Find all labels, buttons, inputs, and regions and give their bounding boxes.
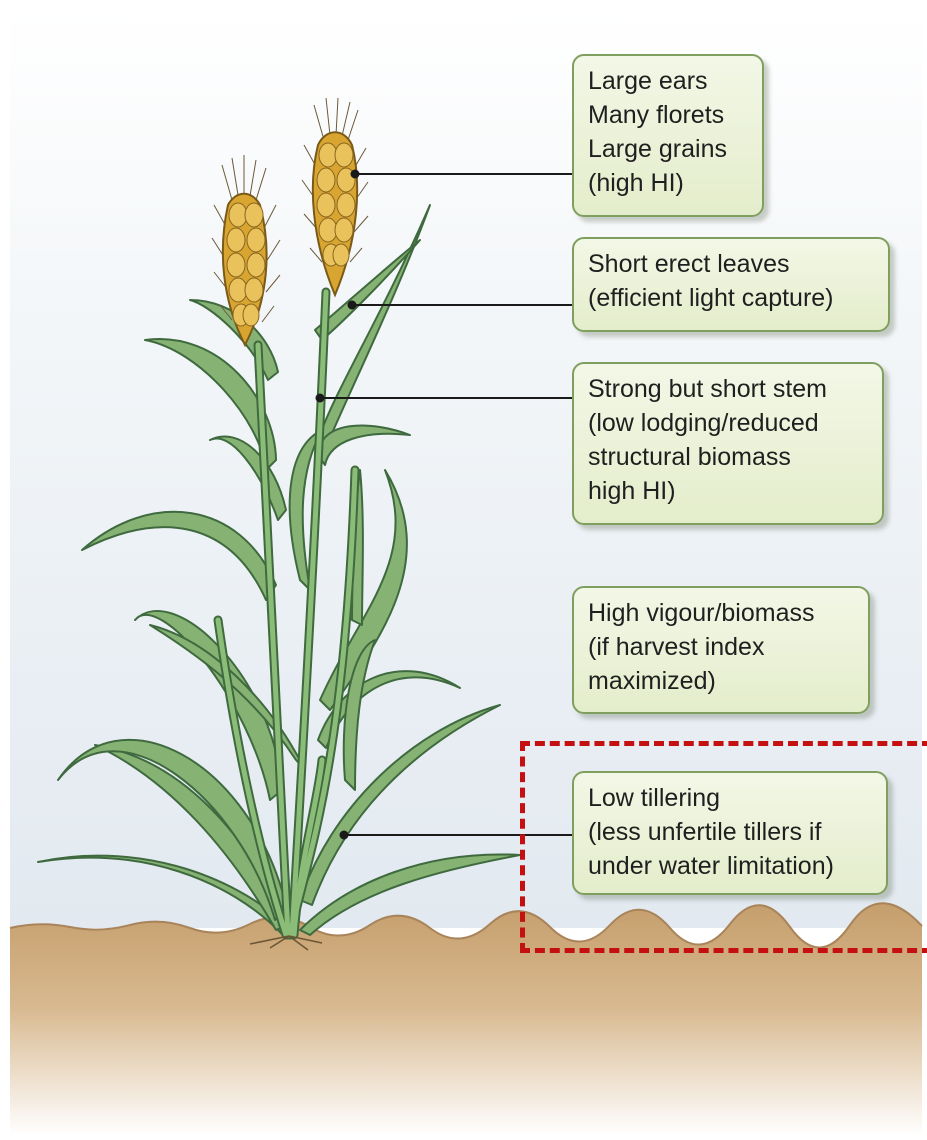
callout-ears-line3: Large grains (588, 132, 748, 166)
callout-vigour-line2: (if harvest index (588, 630, 854, 664)
callout-ears-line4: (high HI) (588, 166, 748, 200)
callout-vigour-line3: maximized) (588, 664, 854, 698)
callout-stem-line3: structural biomass (588, 440, 868, 474)
callout-stem-line1: Strong but short stem (588, 372, 868, 406)
wheat-ear-right (302, 98, 368, 295)
leaf-left-high (82, 512, 276, 600)
callout-leaves-line1: Short erect leaves (588, 247, 874, 281)
callout-ears-line2: Many florets (588, 98, 748, 132)
callout-stem-line4: high HI) (588, 474, 868, 508)
callout-stem-line2: (low lodging/reduced (588, 406, 868, 440)
callout-ears: Large ears Many florets Large grains (hi… (572, 54, 764, 217)
leaf-right-lower (300, 854, 520, 935)
highlight-box-tillering (520, 741, 927, 953)
callout-ears-line1: Large ears (588, 64, 748, 98)
callout-vigour: High vigour/biomass (if harvest index ma… (572, 586, 870, 714)
leaf-left-hook (58, 740, 286, 920)
callout-leaves-line2: (efficient light capture) (588, 281, 874, 315)
callout-stem: Strong but short stem (low lodging/reduc… (572, 362, 884, 525)
callout-leaves: Short erect leaves (efficient light capt… (572, 237, 890, 332)
leaf-center-arc (318, 425, 410, 465)
callout-vigour-line1: High vigour/biomass (588, 596, 854, 630)
